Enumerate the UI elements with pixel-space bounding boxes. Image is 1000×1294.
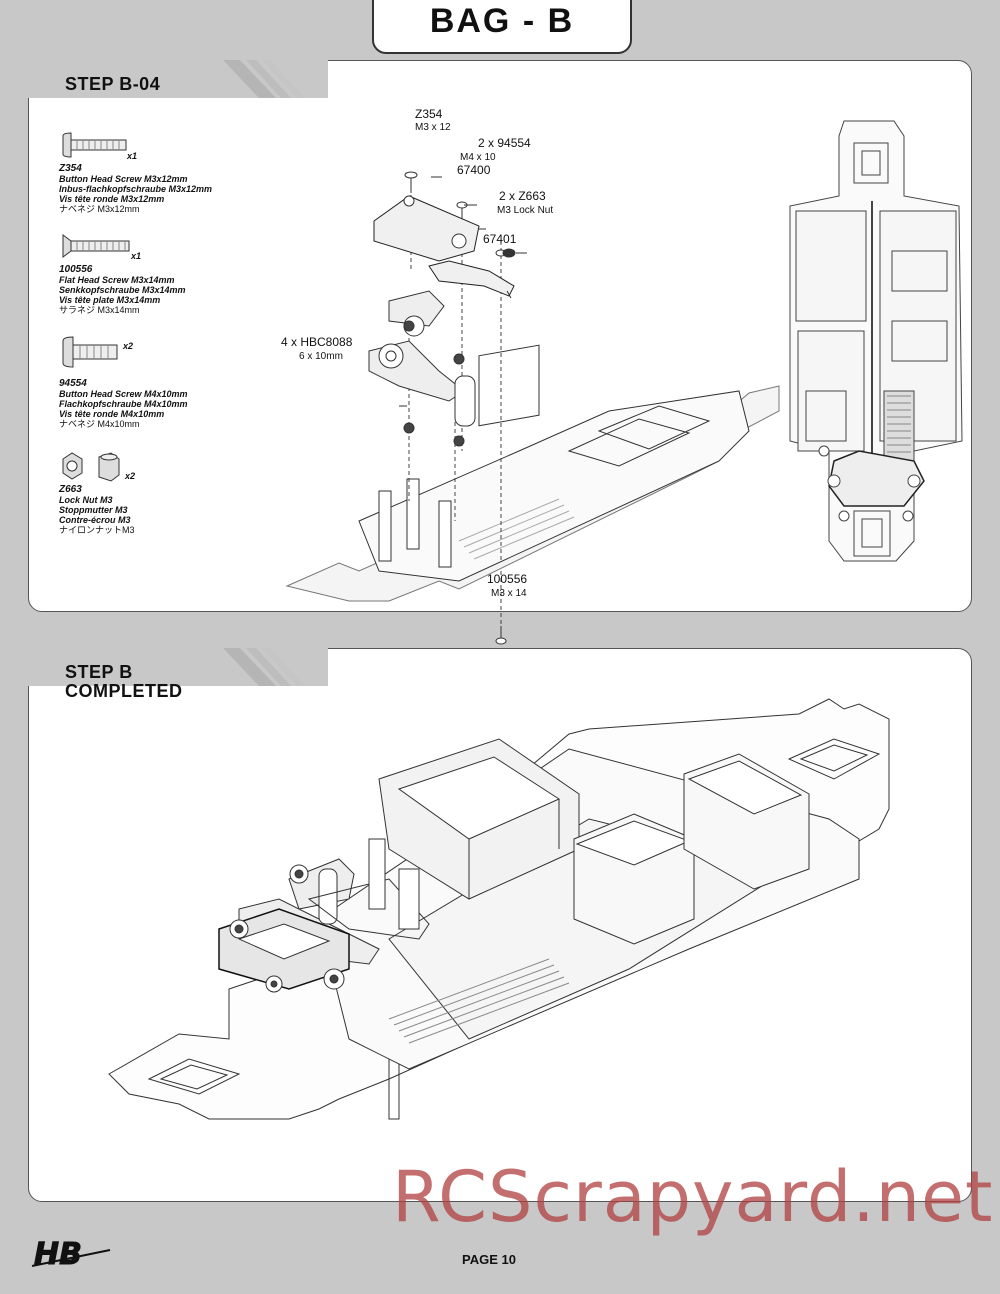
part-code: 100556 (59, 264, 93, 275)
part-desc-jp: ナイロンナットM3 (59, 525, 135, 535)
part-code: 94554 (59, 378, 87, 389)
part-desc-fr: Vis tête ronde M3x12mm (59, 194, 165, 204)
button-head-screw-icon (62, 132, 127, 158)
callout-z663: 2 x Z663 (499, 189, 546, 203)
part-desc-jp: ナベネジ M4x10mm (59, 419, 140, 429)
part-desc-de: Senkkopfschraube M3x14mm (59, 285, 186, 295)
step-b04-title: STEP B-04 (65, 74, 161, 94)
part-code: Z354 (59, 163, 82, 174)
page-number: PAGE 10 (462, 1252, 516, 1267)
flat-head-screw-icon (62, 234, 130, 258)
step-tab-shape (28, 60, 328, 98)
callout-z354-size: M3 x 12 (415, 122, 451, 133)
part-desc-jp: サラネジ M3x14mm (59, 305, 140, 315)
bag-title: BAG - B (429, 1, 575, 40)
hb-logo-text: HB (34, 1237, 82, 1272)
hb-logo-icon: HB (31, 1237, 111, 1273)
part-desc-fr: Vis tête ronde M4x10mm (59, 409, 165, 419)
callout-67400: 67400 (457, 163, 491, 177)
part-item: 94554 Button Head Screw M4x10mm Flachkop… (59, 378, 188, 430)
callout-100556: 100556 (487, 572, 528, 586)
part-desc-en: Flat Head Screw M3x14mm (59, 275, 175, 285)
top-view-chassis-drawing (789, 120, 963, 562)
lock-nut-icon (62, 452, 120, 482)
callout-z663-size: M3 Lock Nut (497, 205, 554, 216)
step-title-line1: STEP B (65, 662, 133, 682)
part-desc-jp: ナベネジ M3x12mm (59, 204, 140, 214)
callout-67401: 67401 (483, 232, 517, 246)
step-b-completed-panel: STEP B COMPLETED (28, 648, 972, 1202)
part-desc-de: Stoppmutter M3 (59, 505, 128, 515)
callout-94554: 2 x 94554 (478, 136, 531, 150)
callout-z354: Z354 (415, 107, 443, 121)
part-desc-de: Inbus-flachkopfschraube M3x12mm (59, 184, 213, 194)
step-title-line2: COMPLETED (65, 681, 183, 701)
button-head-screw-m4-icon (62, 336, 118, 368)
part-desc-en: Button Head Screw M4x10mm (59, 389, 188, 399)
exploded-assembly-drawing (285, 171, 780, 645)
bag-header: BAG - B (372, 0, 632, 54)
callout-94554-size: M4 x 10 (460, 152, 496, 163)
step-b-completed-title: STEP B COMPLETED (65, 663, 183, 701)
completed-chassis-drawing (108, 698, 890, 1120)
part-desc-en: Button Head Screw M3x12mm (59, 174, 188, 184)
part-item: 100556 Flat Head Screw M3x14mm Senkkopfs… (59, 264, 186, 316)
part-qty: x2 (123, 341, 134, 351)
part-item: Z354 Button Head Screw M3x12mm Inbus-fla… (59, 163, 213, 215)
callout-100556-size: M3 x 14 (491, 588, 527, 599)
watermark-text: RCScrapyard.net (392, 1156, 994, 1238)
part-desc-en: Lock Nut M3 (59, 495, 113, 505)
step-b04-panel: STEP B-04 x1 Z354 Button Head Screw M3x1… (28, 60, 972, 645)
callout-hbc8088-size: 6 x 10mm (299, 351, 343, 362)
part-qty: x1 (127, 151, 138, 161)
part-code: Z663 (59, 484, 82, 495)
part-desc-de: Flachkopfschraube M4x10mm (59, 399, 188, 409)
part-item: Z663 Lock Nut M3 Stoppmutter M3 Contre-é… (59, 484, 135, 536)
part-qty: x1 (131, 251, 142, 261)
part-desc-fr: Contre-écrou M3 (59, 515, 131, 525)
part-qty: x2 (125, 471, 136, 481)
callout-hbc8088: 4 x HBC8088 (281, 335, 353, 349)
step-tab-shape (28, 648, 328, 686)
part-desc-fr: Vis tête plate M3x14mm (59, 295, 161, 305)
